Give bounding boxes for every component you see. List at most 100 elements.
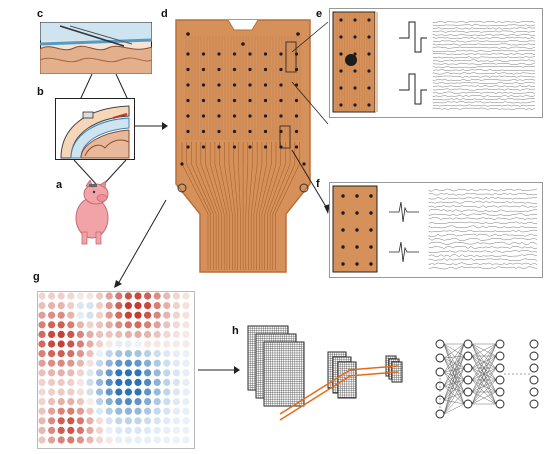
electrode bbox=[353, 86, 357, 90]
heatmap-dot bbox=[124, 321, 132, 329]
heatmap-dot bbox=[163, 417, 171, 425]
dense-connection bbox=[443, 343, 465, 387]
signal-trace bbox=[428, 241, 538, 245]
trace-line bbox=[250, 142, 258, 270]
signal-trace bbox=[432, 27, 536, 30]
dense-connection bbox=[443, 379, 465, 401]
dense-connection bbox=[443, 371, 465, 381]
panel-label-a: a bbox=[56, 179, 63, 191]
heatmap-dot bbox=[86, 330, 94, 338]
panel-d-electrode-array bbox=[175, 19, 311, 273]
feature-map-frame bbox=[263, 341, 305, 407]
neuron bbox=[435, 353, 445, 363]
heatmap-dot bbox=[124, 340, 132, 348]
neuron bbox=[463, 351, 473, 361]
signal-trace bbox=[432, 82, 536, 85]
spike-waveform bbox=[389, 201, 419, 223]
signal-trace bbox=[428, 213, 538, 217]
heatmap-dot bbox=[105, 436, 113, 444]
heatmap-dot bbox=[182, 292, 190, 300]
heatmap-dot bbox=[124, 436, 132, 444]
trace-line bbox=[272, 142, 296, 270]
trace-line bbox=[191, 142, 214, 270]
electrode bbox=[232, 129, 237, 134]
heatmap-dot bbox=[38, 350, 46, 358]
electrode bbox=[279, 67, 283, 72]
signal-trace bbox=[428, 200, 538, 204]
heatmap-dot bbox=[38, 292, 46, 300]
electrode bbox=[294, 145, 299, 149]
electrode bbox=[279, 83, 283, 87]
heatmap-dot bbox=[115, 302, 123, 310]
trace-line bbox=[256, 142, 267, 270]
heatmap-dot bbox=[134, 417, 142, 425]
heatmap-dot bbox=[76, 436, 84, 444]
heatmap-dot bbox=[144, 311, 152, 319]
neuron bbox=[463, 375, 473, 385]
dense-connection bbox=[443, 385, 465, 393]
dense-connection bbox=[471, 343, 497, 357]
highlight-box-e bbox=[285, 41, 297, 73]
heatmap-dot bbox=[76, 350, 84, 358]
heatmap-dot bbox=[163, 292, 171, 300]
heatmap-dot bbox=[76, 340, 84, 348]
heatmap-dot bbox=[48, 369, 56, 377]
heatmap-dot bbox=[48, 321, 56, 329]
heatmap-dot bbox=[38, 407, 46, 415]
receptive-field-line bbox=[347, 371, 399, 377]
heatmap-dot bbox=[144, 302, 152, 310]
electrode bbox=[263, 52, 268, 56]
heatmap-dot bbox=[144, 388, 152, 396]
signal-trace bbox=[428, 225, 538, 229]
dense-connection bbox=[443, 367, 465, 373]
heatmap-dot bbox=[38, 321, 46, 329]
signal-trace bbox=[432, 72, 536, 75]
conv-feature-maps bbox=[337, 361, 357, 399]
dense-connection bbox=[443, 343, 465, 415]
heatmap-dot bbox=[144, 436, 152, 444]
heatmap-dot bbox=[57, 417, 65, 425]
dense-connection bbox=[443, 367, 465, 401]
electrode bbox=[232, 145, 237, 149]
arrow-icon bbox=[134, 122, 168, 130]
dense-connection bbox=[443, 357, 465, 381]
connector-b-a bbox=[73, 159, 127, 185]
heatmap-dot bbox=[134, 330, 142, 338]
electrode bbox=[369, 262, 373, 266]
dense-connection bbox=[443, 399, 465, 405]
electrode bbox=[279, 114, 283, 118]
signal-trace bbox=[432, 53, 536, 56]
dense-connection bbox=[443, 371, 465, 393]
trace-line bbox=[233, 142, 238, 270]
electrode bbox=[248, 98, 252, 103]
electrode bbox=[241, 42, 245, 46]
heatmap-dot bbox=[115, 359, 123, 367]
heatmap-dot bbox=[182, 302, 190, 310]
heatmap-dot bbox=[105, 292, 113, 300]
neuron bbox=[463, 387, 473, 397]
signal-trace bbox=[432, 78, 536, 81]
neuron bbox=[495, 399, 505, 409]
electrode bbox=[339, 69, 343, 73]
electrode bbox=[217, 98, 221, 103]
neuron bbox=[529, 339, 539, 349]
heatmap-dot bbox=[115, 436, 123, 444]
heatmap-dot bbox=[38, 426, 46, 434]
heatmap-dot bbox=[172, 321, 180, 329]
signal-trace bbox=[432, 101, 536, 104]
heatmap-dot bbox=[105, 321, 113, 329]
dense-connection bbox=[443, 343, 465, 393]
signal-trace bbox=[432, 85, 536, 88]
heatmap-dot bbox=[96, 378, 104, 386]
signal-trace bbox=[428, 262, 538, 266]
heatmap-dot bbox=[163, 302, 171, 310]
heatmap-dot bbox=[153, 407, 161, 415]
dense-connection bbox=[471, 343, 497, 405]
heatmap-dot bbox=[86, 398, 94, 406]
heatmap-dot bbox=[76, 359, 84, 367]
trace-line bbox=[219, 142, 230, 270]
heatmap-dot bbox=[144, 359, 152, 367]
dense-connection bbox=[443, 391, 465, 401]
heatmap-dot bbox=[182, 321, 190, 329]
panel-g-heatmap bbox=[37, 291, 195, 449]
